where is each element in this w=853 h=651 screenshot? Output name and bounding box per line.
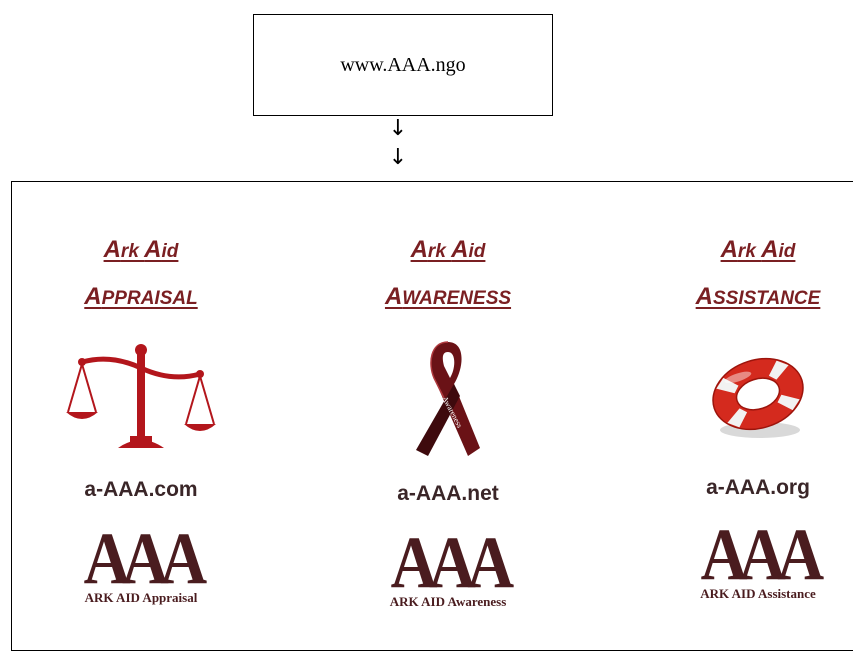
website-node: www.AAA.ngo bbox=[253, 14, 553, 116]
awareness-ribbon-icon: Awareness bbox=[416, 341, 480, 456]
life-buoy-icon bbox=[712, 357, 804, 438]
domain-label: a-AAA.com bbox=[84, 478, 198, 501]
domain-label: a-AAA.org bbox=[706, 476, 810, 499]
website-label: www.AAA.ngo bbox=[340, 53, 466, 76]
title-line-2: AWARENESS bbox=[384, 283, 512, 310]
aaa-logo: AAA ARK AID Appraisal bbox=[83, 518, 207, 605]
title-line-2: APPRAISAL bbox=[84, 283, 198, 310]
down-arrow-icon: ↓ bbox=[388, 145, 408, 170]
aaa-logo: AAA ARK AID Assistance bbox=[700, 514, 824, 601]
domain-label: a-AAA.net bbox=[397, 482, 499, 505]
title-line-1: Ark Aid bbox=[720, 236, 796, 263]
title-line-2: ASSISTANCE bbox=[695, 283, 821, 310]
down-arrow-icon: ↓ bbox=[388, 116, 408, 141]
scales-of-justice-icon bbox=[66, 344, 216, 448]
title-line-1: Ark Aid bbox=[410, 236, 486, 263]
title-line-1: Ark Aid bbox=[103, 236, 179, 263]
aaa-logo: AAA ARK AID Awareness bbox=[389, 522, 514, 609]
